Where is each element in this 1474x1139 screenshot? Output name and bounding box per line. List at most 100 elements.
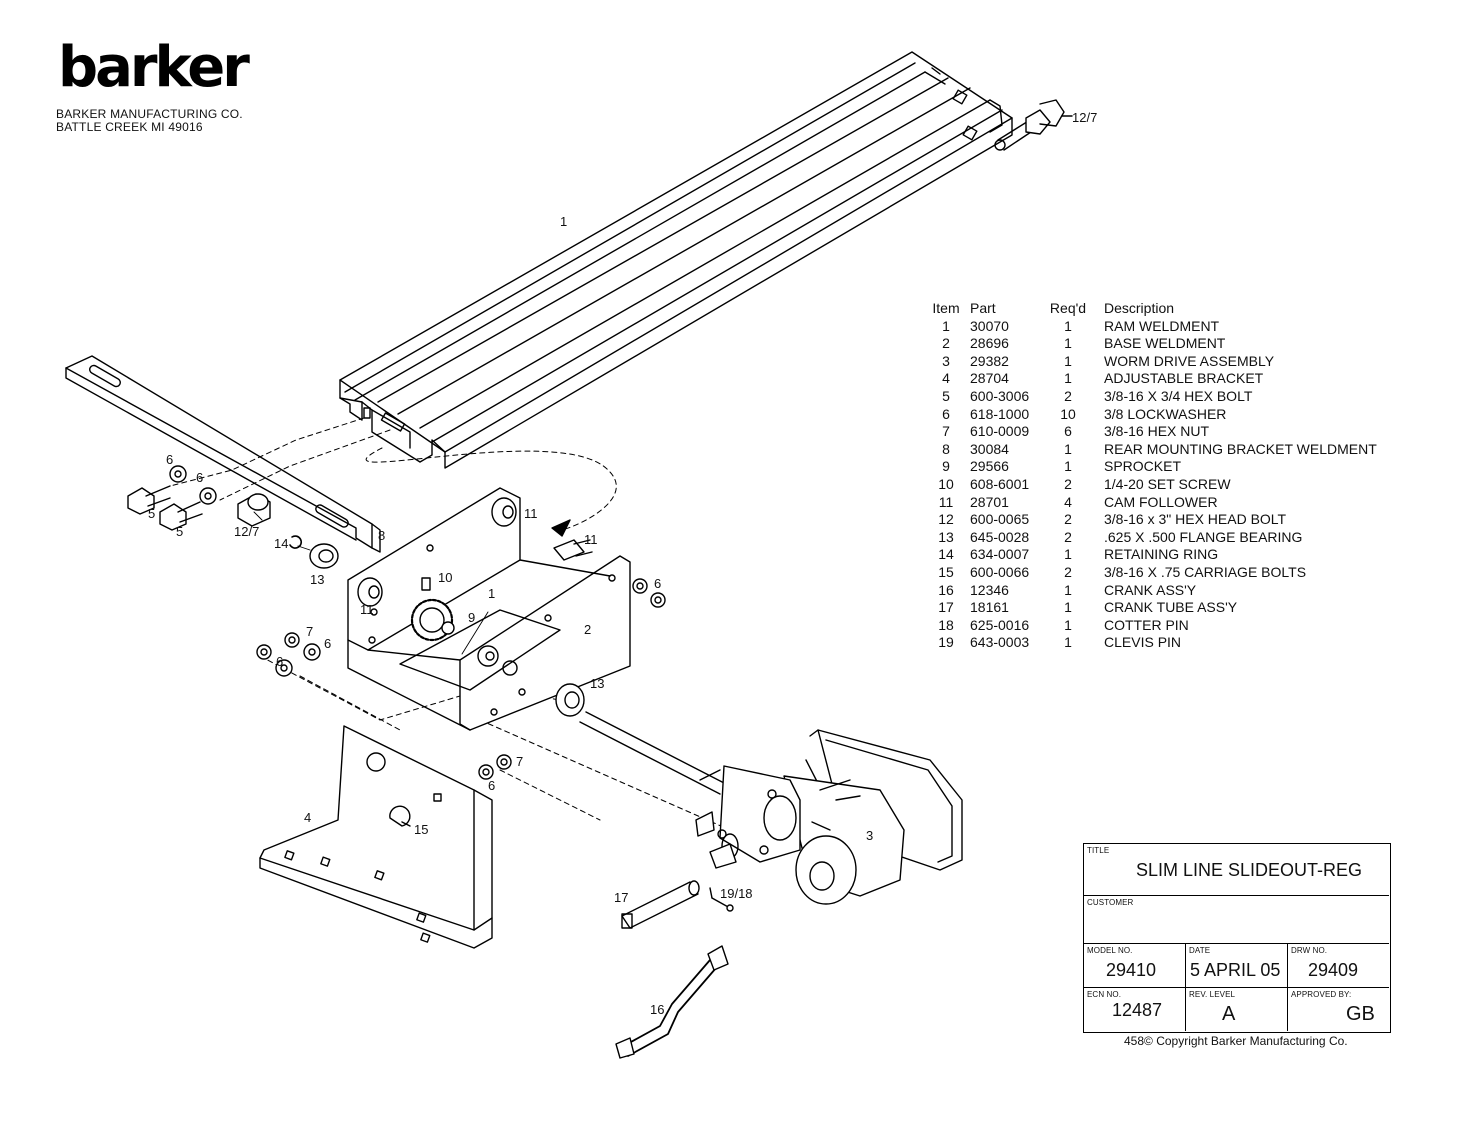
barker-logo: barker bbox=[58, 35, 250, 100]
callout-11-c: 11 bbox=[360, 602, 374, 617]
ecn-value: 12487 bbox=[1112, 1000, 1163, 1020]
cell-part: 618-1000 bbox=[970, 405, 1030, 422]
cell-part: 600-3006 bbox=[970, 387, 1030, 404]
callout-17: 17 bbox=[614, 890, 628, 905]
cell-item: 3 bbox=[942, 352, 950, 369]
callout-6-e: 6 bbox=[488, 778, 495, 793]
callout-10: 10 bbox=[438, 570, 452, 585]
cam-followers bbox=[357, 497, 593, 667]
cell-item: 19 bbox=[938, 634, 954, 651]
cell-reqd: 1 bbox=[1064, 581, 1072, 598]
callout-5-a: 5 bbox=[148, 506, 155, 521]
table-row: 18 625-0016 1 COTTER PIN bbox=[930, 617, 1377, 635]
cell-description: 3/8 LOCKWASHER bbox=[1104, 405, 1227, 422]
cell-part: 29566 bbox=[970, 458, 1009, 475]
cell-description: .625 X .500 FLANGE BEARING bbox=[1104, 528, 1303, 545]
cell-item: 10 bbox=[938, 475, 954, 492]
crank-tube bbox=[621, 880, 734, 929]
callout-14: 14 bbox=[274, 536, 288, 551]
callout-6-c: 6 bbox=[654, 576, 661, 591]
cell-description: RETAINING RING bbox=[1104, 546, 1219, 563]
cell-item: 18 bbox=[938, 616, 954, 633]
callout-8: 8 bbox=[378, 528, 385, 543]
cell-reqd: 2 bbox=[1064, 563, 1072, 580]
approved-label: APPROVED BY: bbox=[1291, 990, 1352, 999]
cell-item: 2 bbox=[942, 335, 950, 352]
cell-part: 643-0003 bbox=[970, 634, 1030, 651]
sprocket bbox=[410, 577, 455, 642]
cell-description: BASE WELDMENT bbox=[1104, 335, 1226, 352]
cell-reqd: 2 bbox=[1064, 511, 1072, 528]
cell-description: CLEVIS PIN bbox=[1104, 634, 1182, 651]
cell-reqd: 1 bbox=[1064, 458, 1072, 475]
callout-7-b: 7 bbox=[516, 754, 523, 769]
cell-description: 1/4-20 SET SCREW bbox=[1104, 475, 1231, 492]
cell-item: 14 bbox=[938, 546, 954, 563]
cell-description: REAR MOUNTING BRACKET WELDMENT bbox=[1104, 440, 1377, 457]
cell-reqd: 1 bbox=[1064, 352, 1072, 369]
table-row: 6 618-1000 10 3/8 LOCKWASHER bbox=[930, 406, 1377, 424]
cell-description: ADJUSTABLE BRACKET bbox=[1104, 370, 1264, 387]
cell-part: 610-0009 bbox=[970, 423, 1030, 440]
cell-reqd: 6 bbox=[1064, 423, 1072, 440]
cell-description: CRANK TUBE ASS'Y bbox=[1104, 599, 1238, 616]
cell-item: 16 bbox=[938, 581, 954, 598]
cell-item: 17 bbox=[938, 599, 954, 616]
date-value: 5 APRIL 05 bbox=[1190, 960, 1281, 980]
callout-12-7-left: 12/7 bbox=[234, 524, 259, 539]
ram-weldment bbox=[339, 51, 1013, 469]
callout-6-a: 6 bbox=[166, 452, 173, 467]
cell-description: CRANK ASS'Y bbox=[1104, 581, 1197, 598]
callout-11-a: 11 bbox=[524, 506, 538, 521]
callout-12-7-top: 12/7 bbox=[1072, 110, 1097, 125]
cell-description: 3/8-16 x 3" HEX HEAD BOLT bbox=[1104, 511, 1287, 528]
callout-3: 3 bbox=[866, 828, 873, 843]
cell-reqd: 1 bbox=[1064, 317, 1072, 334]
callout-19-18: 19/18 bbox=[720, 886, 753, 901]
cell-item: 6 bbox=[942, 405, 950, 422]
rear-mounting-bracket bbox=[65, 355, 381, 553]
drw-cell: DRW NO. 29409 bbox=[1288, 944, 1389, 988]
drw-label: DRW NO. bbox=[1291, 946, 1328, 955]
cell-reqd: 10 bbox=[1060, 405, 1076, 422]
cell-item: 11 bbox=[938, 493, 954, 510]
cell-part: 625-0016 bbox=[970, 616, 1030, 633]
cell-part: 29382 bbox=[970, 352, 1009, 369]
cell-item: 9 bbox=[942, 458, 950, 475]
cell-item: 12 bbox=[938, 511, 954, 528]
top-right-bolt bbox=[994, 99, 1073, 151]
cell-part: 28701 bbox=[970, 493, 1009, 510]
cell-part: 18161 bbox=[970, 599, 1009, 616]
cell-description: 3/8-16 X .75 CARRIAGE BOLTS bbox=[1104, 563, 1307, 580]
cell-description: 3/8-16 HEX NUT bbox=[1104, 423, 1210, 440]
rev-cell: REV. LEVEL A bbox=[1186, 988, 1288, 1031]
base-weldment bbox=[347, 487, 631, 731]
direction-arrow bbox=[551, 519, 571, 537]
header-reqd: Req'd bbox=[1049, 300, 1087, 316]
title-cell: TITLE SLIM LINE SLIDEOUT-REG bbox=[1084, 844, 1389, 896]
cell-reqd: 1 bbox=[1064, 616, 1072, 633]
cell-part: 600-0066 bbox=[970, 563, 1030, 580]
cell-description: COTTER PIN bbox=[1104, 616, 1189, 633]
callout-labels: 1 12/7 6 6 5 5 12/7 14 8 13 11 11 11 10 … bbox=[148, 110, 1097, 1017]
drw-value: 29409 bbox=[1308, 960, 1359, 980]
approved-cell: APPROVED BY: GB bbox=[1288, 988, 1389, 1031]
callout-11-b: 11 bbox=[584, 532, 598, 547]
cell-reqd: 1 bbox=[1064, 370, 1072, 387]
cell-part: 645-0028 bbox=[970, 528, 1030, 545]
cell-reqd: 2 bbox=[1064, 528, 1072, 545]
adjustable-bracket bbox=[259, 725, 493, 949]
model-label: MODEL NO. bbox=[1087, 946, 1133, 955]
